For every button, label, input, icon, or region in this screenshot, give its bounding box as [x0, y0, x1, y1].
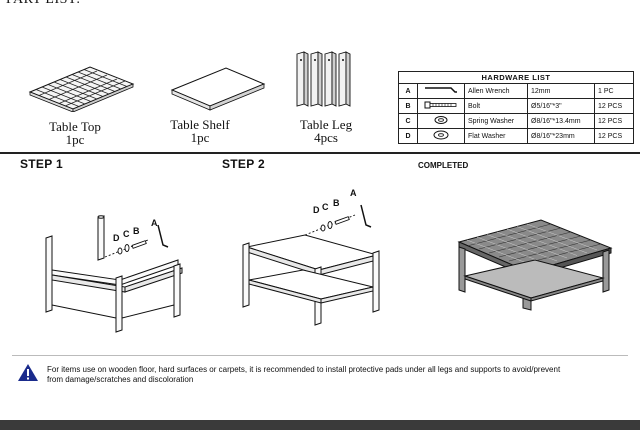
bottom-border — [0, 420, 640, 430]
safety-note-line-1: For items use on wooden floor, hard surf… — [47, 365, 561, 374]
hardware-size: Ø8/16"*23mm — [527, 128, 595, 144]
table-shelf-name: Table Shelf — [170, 117, 230, 132]
safety-note: For items use on wooden floor, hard surf… — [47, 365, 632, 385]
hardware-letter: A — [398, 83, 418, 99]
hardware-row: C Spring Washer Ø8/16"*13.4mm 12 PCS — [398, 113, 634, 129]
safety-note-line-2: from damage/scratches and discoloration — [47, 375, 194, 384]
callout-d-2: D — [313, 205, 320, 215]
step-2-title: STEP 2 — [222, 157, 265, 171]
hardware-list-table: HARDWARE LIST A Allen Wrench 12mm 1 PC B… — [398, 71, 634, 144]
hardware-qty: 12 PCS — [594, 98, 634, 114]
hardware-qty: 12 PCS — [594, 128, 634, 144]
allen-wrench-icon — [417, 83, 465, 99]
callout-b: B — [133, 226, 140, 236]
callout-c: C — [123, 229, 130, 239]
hardware-letter: D — [398, 128, 418, 144]
hardware-row: B Bolt Ø5/16"*3" 12 PCS — [398, 98, 634, 114]
callout-b-2: B — [333, 198, 340, 208]
callout-a-2: A — [350, 188, 357, 198]
hardware-size: Ø8/16"*13.4mm — [527, 113, 595, 129]
table-shelf-illustration — [170, 67, 266, 111]
table-leg-label: Table Leg 4pcs — [296, 118, 356, 144]
callout-a: A — [151, 218, 158, 228]
hardware-name: Bolt — [464, 98, 528, 114]
bolt-icon — [417, 98, 465, 114]
completed-illustration — [457, 219, 613, 311]
table-legs-illustration — [296, 51, 351, 107]
table-shelf-qty: 1pc — [190, 130, 210, 145]
hardware-list-title: HARDWARE LIST — [398, 71, 634, 84]
section-divider — [0, 152, 640, 154]
step-1-title: STEP 1 — [20, 157, 63, 171]
warning-icon — [18, 364, 38, 381]
table-shelf-label: Table Shelf 1pc — [170, 118, 230, 144]
hardware-letter: B — [398, 98, 418, 114]
hardware-name: Allen Wrench — [464, 83, 528, 99]
hardware-qty: 1 PC — [594, 83, 634, 99]
table-top-label: Table Top 1pc — [30, 120, 120, 146]
callout-c-2: C — [322, 202, 329, 212]
hardware-size: Ø5/16"*3" — [527, 98, 595, 114]
completed-title: COMPLETED — [418, 161, 469, 170]
callout-d: D — [113, 233, 120, 243]
table-top-illustration — [28, 66, 135, 112]
hardware-name: Flat Washer — [464, 128, 528, 144]
hardware-row: D Flat Washer Ø8/16"*23mm 12 PCS — [398, 128, 634, 144]
hardware-qty: 12 PCS — [594, 113, 634, 129]
part-list-title: PART LIST: — [6, 0, 81, 8]
hardware-size: 12mm — [527, 83, 595, 99]
table-top-qty: 1pc — [65, 132, 85, 147]
step-2-illustration — [242, 204, 380, 326]
table-leg-name: Table Leg — [299, 117, 353, 132]
step-1-illustration — [45, 215, 183, 333]
note-divider — [12, 355, 628, 356]
table-leg-qty: 4pcs — [314, 130, 338, 145]
flat-washer-icon — [417, 128, 465, 144]
hardware-letter: C — [398, 113, 418, 129]
hardware-row: A Allen Wrench 12mm 1 PC — [398, 83, 634, 99]
table-top-name: Table Top — [49, 119, 101, 134]
hardware-name: Spring Washer — [464, 113, 528, 129]
spring-washer-icon — [417, 113, 465, 129]
